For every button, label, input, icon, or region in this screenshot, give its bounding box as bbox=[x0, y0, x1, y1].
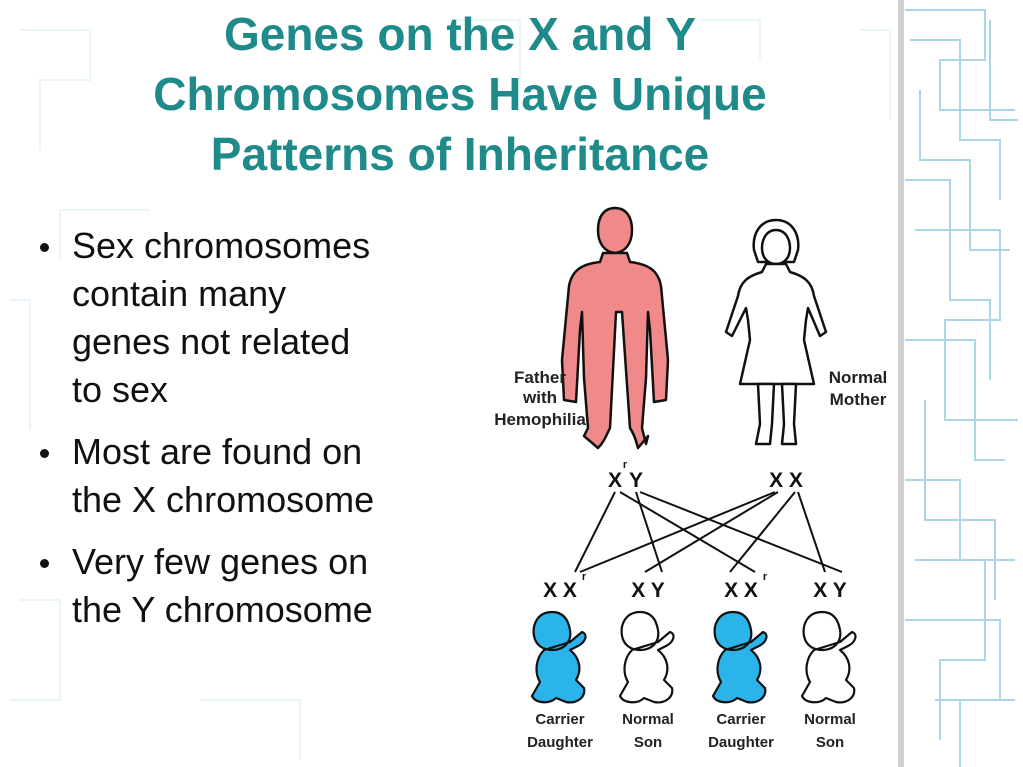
inheritance-diagram: Father with Hemophilia Normal Mother X r… bbox=[494, 206, 888, 751]
mother-label-line-2: Mother bbox=[830, 390, 887, 409]
offspring-genotype: X X bbox=[543, 579, 577, 602]
bullet-item-3: Very few genes on the Y chromosome bbox=[38, 538, 458, 634]
offspring-label-line-2: Son bbox=[816, 734, 844, 751]
bullet-2-line-2: the X chromosome bbox=[72, 479, 375, 520]
offspring-label-line-1: Normal bbox=[622, 711, 674, 728]
bullet-3-line-1: Very few genes on bbox=[72, 541, 369, 582]
circuit-trace bbox=[989, 20, 1018, 121]
title-line-1: Genes on the X and Y bbox=[223, 8, 697, 60]
circuit-trace bbox=[860, 29, 891, 120]
circuit-trace bbox=[905, 479, 1015, 561]
father-figure bbox=[560, 206, 670, 450]
mother-genotype: X X bbox=[769, 469, 803, 492]
baby-figure bbox=[711, 610, 768, 704]
father-label-line-2: with bbox=[522, 388, 557, 407]
circuit-trace bbox=[915, 559, 986, 740]
offspring-label-line-2: Son bbox=[634, 734, 662, 751]
father-label-line-1: Father bbox=[514, 368, 566, 387]
circuit-trace bbox=[919, 90, 1010, 251]
circuit-trace bbox=[905, 339, 1005, 461]
mother-label: Normal Mother bbox=[829, 368, 888, 409]
father-torso bbox=[560, 251, 670, 450]
mother-face bbox=[760, 228, 792, 266]
bullet-3-line-2: the Y chromosome bbox=[72, 589, 373, 630]
father-genotype: X r Y bbox=[608, 459, 643, 492]
father-body bbox=[596, 206, 634, 255]
circuit-trace bbox=[450, 19, 521, 80]
cross-lines bbox=[574, 491, 843, 573]
content-panel-shadow bbox=[898, 0, 904, 767]
circuit-trace bbox=[700, 19, 761, 60]
circuit-trace bbox=[905, 179, 991, 380]
mother-legs bbox=[754, 382, 798, 446]
offspring-genotype-sup: r bbox=[582, 571, 587, 583]
circuit-trace bbox=[10, 599, 61, 701]
bullet-1-line-2: contain many bbox=[72, 273, 287, 314]
offspring-label-line-1: Normal bbox=[804, 711, 856, 728]
offspring-genotype: X Y bbox=[631, 579, 664, 602]
offspring-genotype: X X bbox=[724, 579, 758, 602]
mother-dress bbox=[724, 262, 828, 386]
baby-figure bbox=[800, 610, 857, 704]
circuit-trace bbox=[905, 9, 1015, 111]
father-genotype-x: X bbox=[608, 469, 622, 492]
circuit-trace bbox=[910, 39, 1001, 200]
offspring-genotype: X Y bbox=[813, 579, 846, 602]
title-line-2: Chromosomes Have Unique bbox=[153, 68, 767, 120]
bullet-item-1: Sex chromosomes contain many genes not r… bbox=[38, 222, 458, 414]
father-genotype-y: Y bbox=[629, 469, 643, 492]
bullet-1-line-1: Sex chromosomes bbox=[72, 225, 371, 266]
baby-figure bbox=[618, 610, 675, 704]
mother-figure bbox=[724, 218, 828, 446]
circuit-trace bbox=[10, 299, 31, 430]
father-label: Father with Hemophilia bbox=[494, 368, 586, 429]
bullet-item-2: Most are found on the X chromosome bbox=[38, 428, 458, 524]
bullet-1-line-4: to sex bbox=[72, 369, 169, 410]
mother-label-line-1: Normal bbox=[829, 368, 888, 387]
offspring-label-line-2: Daughter bbox=[527, 734, 593, 751]
father-genotype-sup: r bbox=[623, 459, 628, 471]
bullet-list: Sex chromosomes contain many genes not r… bbox=[38, 222, 458, 648]
circuit-trace bbox=[915, 229, 1018, 421]
offspring-genotype-sup: r bbox=[763, 571, 768, 583]
father-label-line-3: Hemophilia bbox=[494, 410, 586, 429]
slide-title: Genes on the X and Y Chromosomes Have Un… bbox=[20, 4, 900, 184]
baby-figure bbox=[530, 610, 587, 704]
bullet-1-line-3: genes not related bbox=[72, 321, 351, 362]
offspring-label-line-2: Daughter bbox=[708, 734, 774, 751]
offspring-label-line-1: Carrier bbox=[716, 711, 765, 728]
circuit-trace bbox=[59, 209, 150, 260]
bullet-2-line-1: Most are found on bbox=[72, 431, 363, 472]
circuit-trace bbox=[20, 29, 91, 150]
title-line-3: Patterns of Inheritance bbox=[210, 128, 710, 180]
circuit-trace bbox=[200, 699, 301, 760]
offspring-label-line-1: Carrier bbox=[535, 711, 584, 728]
